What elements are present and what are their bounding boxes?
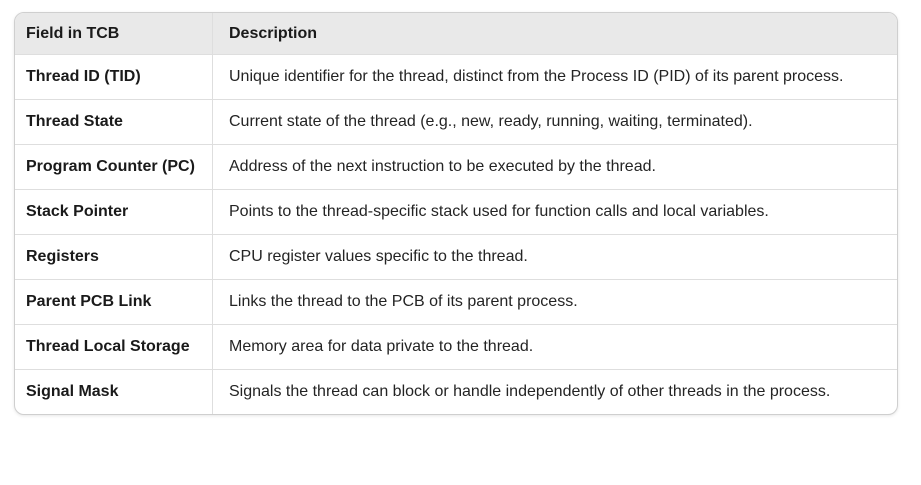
description-cell: Current state of the thread (e.g., new, … [213,99,897,144]
description-cell: Signals the thread can block or handle i… [213,369,897,414]
tcb-table: Field in TCB Description Thread ID (TID)… [15,13,897,414]
description-cell: Memory area for data private to the thre… [213,324,897,369]
table-row: Thread State Current state of the thread… [15,99,897,144]
table-row: Stack Pointer Points to the thread-speci… [15,189,897,234]
table-row: Signal Mask Signals the thread can block… [15,369,897,414]
field-cell: Thread Local Storage [15,324,213,369]
column-header-field: Field in TCB [15,13,213,54]
description-cell: CPU register values specific to the thre… [213,234,897,279]
table-header-row: Field in TCB Description [15,13,897,54]
column-header-description: Description [213,13,897,54]
field-cell: Signal Mask [15,369,213,414]
description-cell: Unique identifier for the thread, distin… [213,54,897,99]
description-cell: Address of the next instruction to be ex… [213,144,897,189]
field-cell: Stack Pointer [15,189,213,234]
field-cell: Thread State [15,99,213,144]
field-cell: Thread ID (TID) [15,54,213,99]
table-row: Thread ID (TID) Unique identifier for th… [15,54,897,99]
table-row: Registers CPU register values specific t… [15,234,897,279]
table-row: Thread Local Storage Memory area for dat… [15,324,897,369]
field-cell: Parent PCB Link [15,279,213,324]
table-row: Parent PCB Link Links the thread to the … [15,279,897,324]
tcb-table-container: Field in TCB Description Thread ID (TID)… [14,12,898,415]
table-row: Program Counter (PC) Address of the next… [15,144,897,189]
field-cell: Program Counter (PC) [15,144,213,189]
description-cell: Points to the thread-specific stack used… [213,189,897,234]
field-cell: Registers [15,234,213,279]
description-cell: Links the thread to the PCB of its paren… [213,279,897,324]
